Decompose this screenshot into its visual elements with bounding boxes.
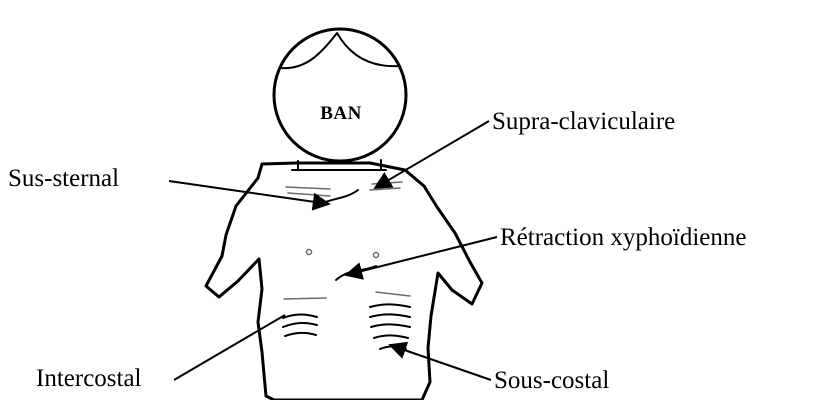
label-sus-sternal: Sus-sternal <box>8 165 119 192</box>
child-figure: BAN <box>206 29 482 400</box>
head-badge-text: BAN <box>320 103 362 124</box>
label-intercostal: Intercostal <box>36 365 142 392</box>
label-supra-claviculaire: Supra-claviculaire <box>492 108 675 135</box>
annotation-intercostal: Intercostal <box>36 315 285 392</box>
head <box>274 29 406 161</box>
label-sous-costal: Sous-costal <box>494 367 609 394</box>
torso-outline <box>206 163 482 400</box>
label-retraction-xyphoidienne: Rétraction xyphoïdienne <box>500 224 746 251</box>
annotation-supra-claviculaire: Supra-claviculaire <box>375 108 675 188</box>
